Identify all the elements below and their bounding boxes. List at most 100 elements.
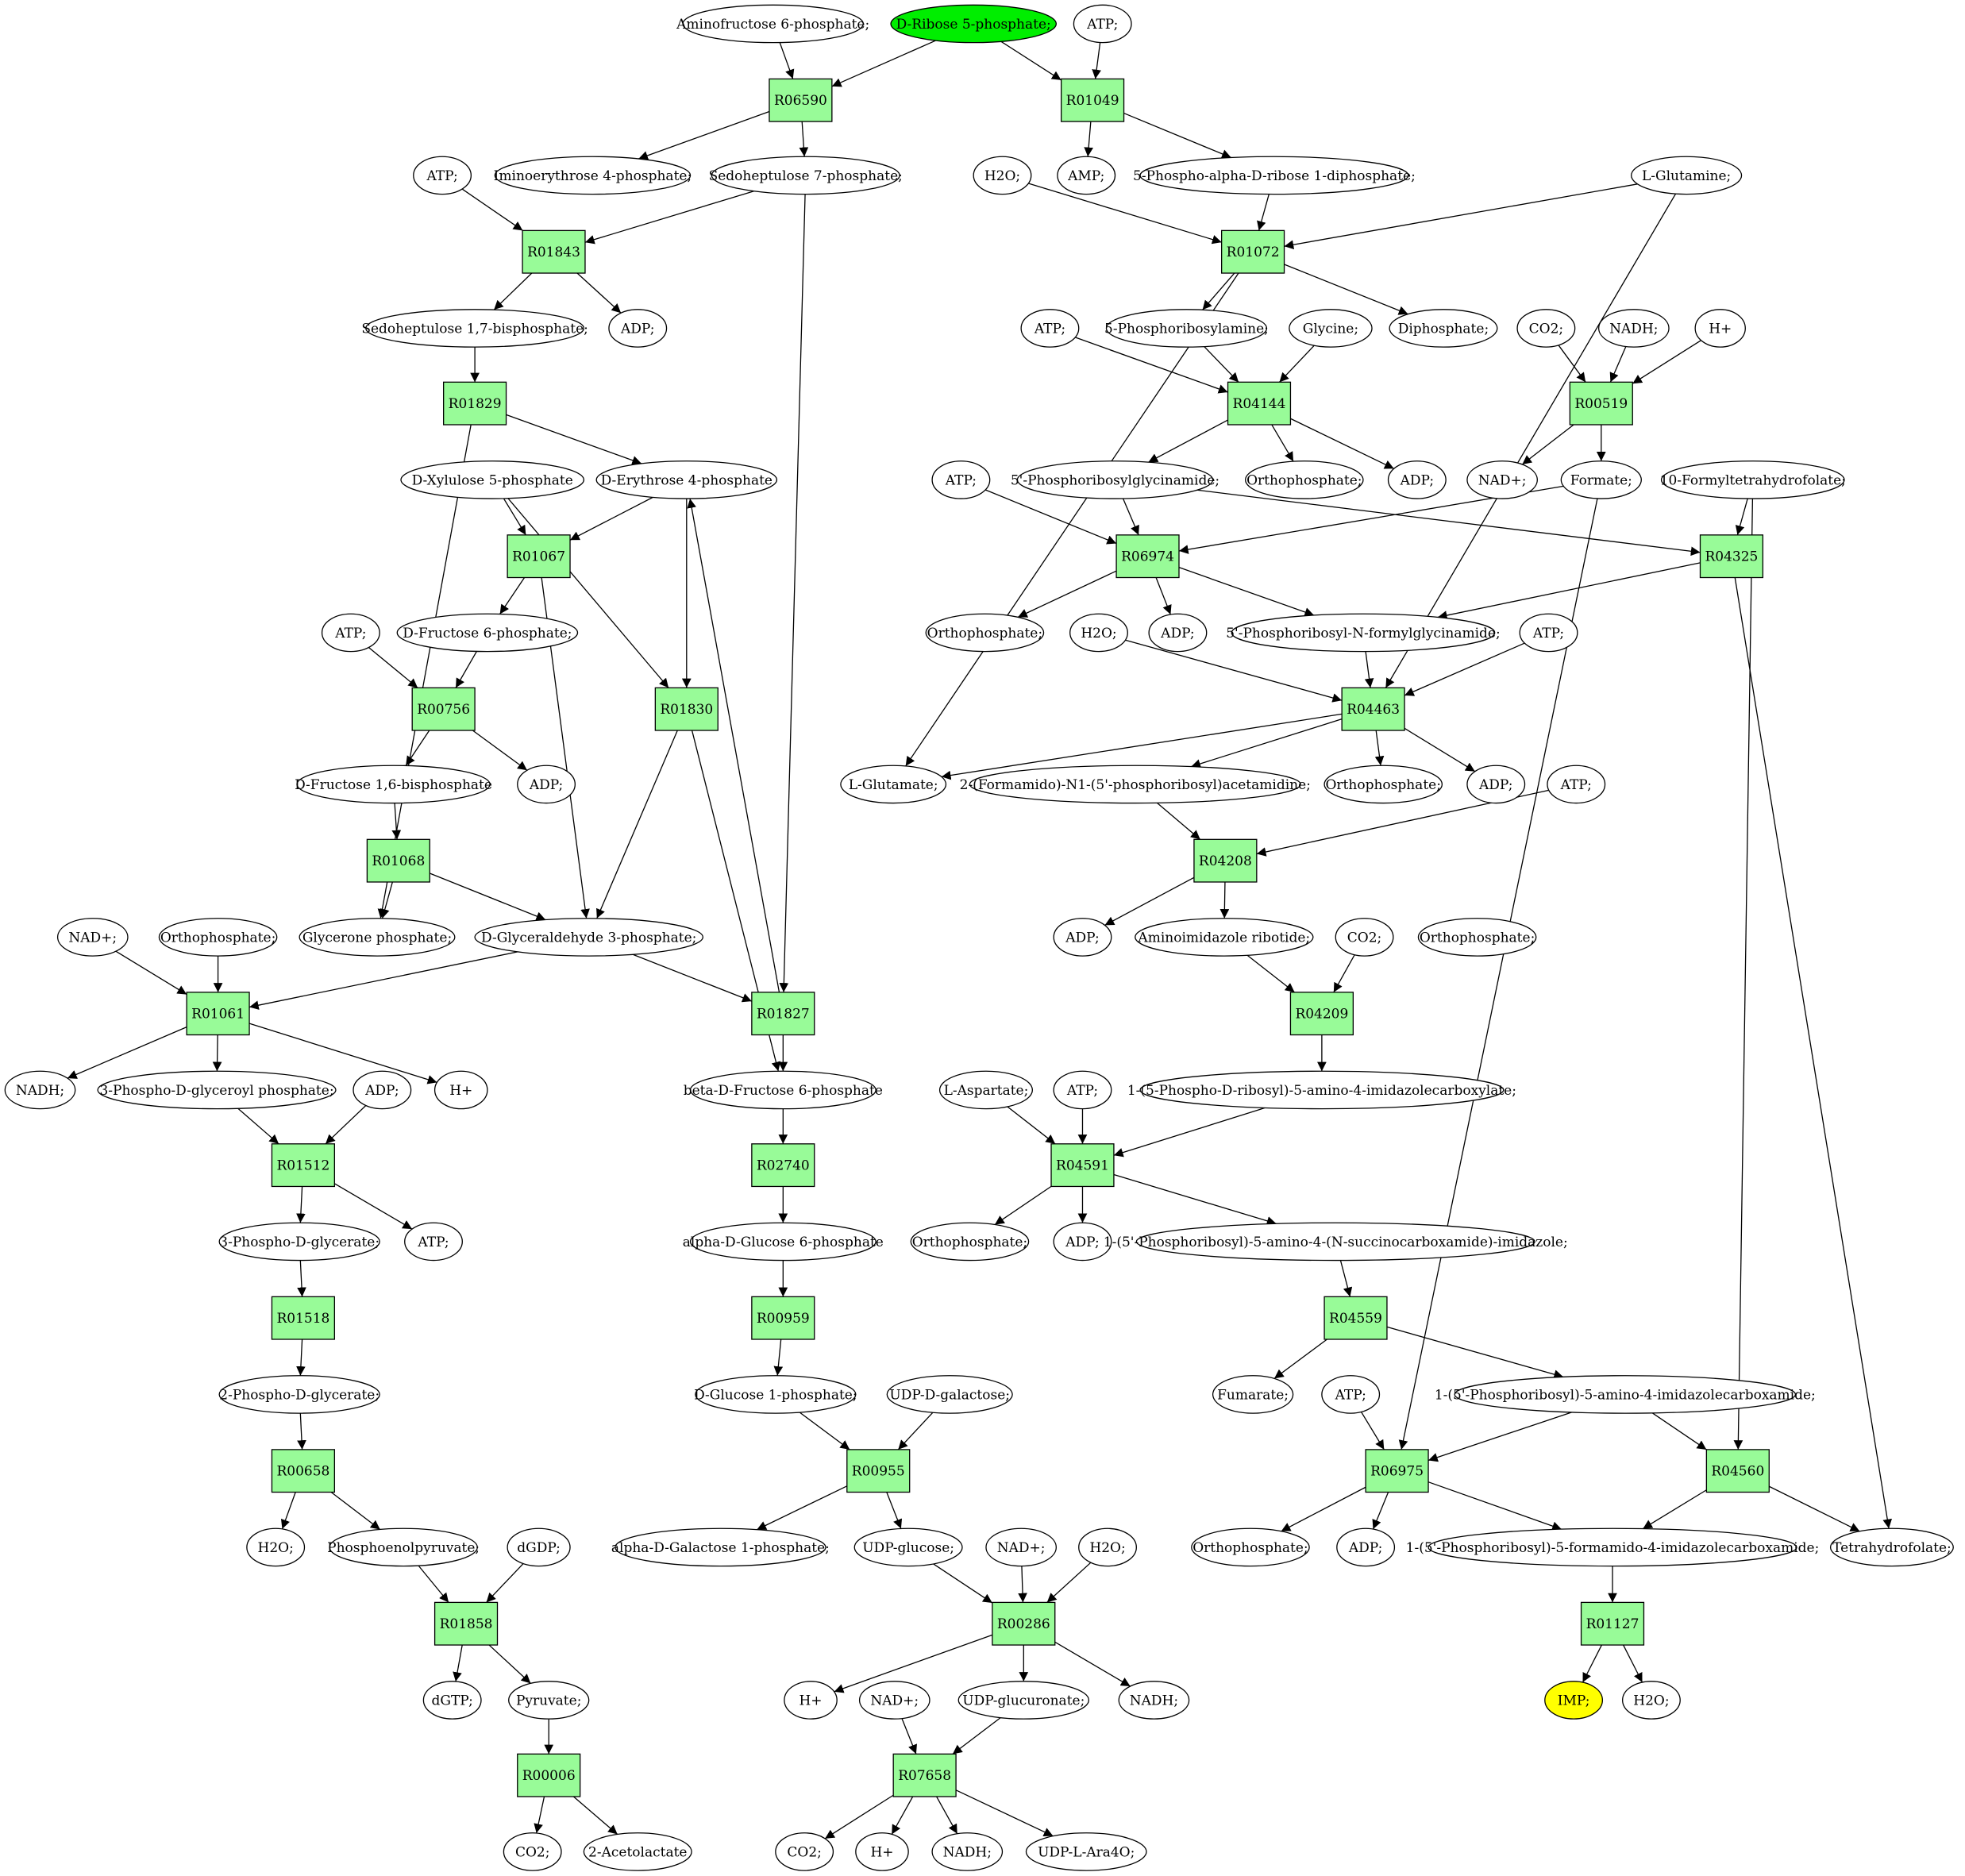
metabolite-shape	[1053, 1070, 1112, 1110]
reaction-box[interactable]	[271, 1143, 336, 1188]
metabolite-shape	[329, 1527, 478, 1567]
edge-g3p-to-R01827	[632, 953, 753, 1003]
metabolite-node: H+	[433, 1070, 488, 1110]
metabolite-label: Sedoheptulose 7-phosphate;	[709, 168, 903, 184]
reaction-node[interactable]: R04591	[1050, 1143, 1115, 1188]
reaction-node[interactable]: R00519	[1569, 381, 1633, 426]
metabolite-node: 5-Phosphoribosylamine;	[1104, 309, 1269, 348]
metabolite-label: L-Aspartate;	[944, 1083, 1029, 1099]
reaction-node[interactable]: R01068	[366, 838, 430, 883]
reaction-node[interactable]: R01061	[186, 992, 250, 1036]
reaction-box[interactable]	[507, 534, 571, 579]
edge-R04463-to-lglu	[941, 713, 1343, 780]
metabolite-shape	[1231, 613, 1496, 653]
reaction-node[interactable]: R07658	[892, 1753, 957, 1797]
reaction-box[interactable]	[1061, 78, 1125, 122]
reaction-box[interactable]	[442, 381, 507, 426]
metabolite-shape	[1389, 309, 1498, 348]
metabolite-node: Pyruvate;	[508, 1681, 590, 1720]
edge-saicar-to-R04559	[1339, 1260, 1353, 1297]
reaction-box[interactable]	[1050, 1143, 1115, 1188]
reaction-node[interactable]: R04559	[1323, 1296, 1388, 1340]
metabolite-node: 5'-Phosphoribosylglycinamide;	[1011, 460, 1219, 499]
reaction-node[interactable]: R01827	[751, 992, 815, 1036]
reaction-box[interactable]	[992, 1601, 1056, 1646]
reaction-node[interactable]: R01072	[1220, 229, 1285, 274]
reaction-node[interactable]: R06590	[769, 78, 833, 122]
reaction-box[interactable]	[1365, 1449, 1429, 1493]
metabolite-node: 2-Phospho-D-glycerate;	[218, 1375, 380, 1414]
reaction-node[interactable]: R00756	[411, 687, 476, 731]
reaction-node[interactable]: R01518	[271, 1296, 336, 1340]
metabolite-label: NAD+;	[68, 930, 117, 946]
metabolite-label: 2-Phospho-D-glycerate;	[219, 1387, 380, 1403]
reaction-box[interactable]	[846, 1449, 911, 1493]
reaction-node[interactable]: R00006	[517, 1753, 581, 1797]
reaction-box[interactable]	[411, 687, 476, 731]
edge-co2b-to-R04209	[1333, 954, 1355, 993]
reaction-box[interactable]	[1193, 838, 1258, 883]
reaction-box[interactable]	[892, 1753, 957, 1797]
metabolite-node: IMP;	[1544, 1681, 1604, 1720]
reaction-node[interactable]: R04463	[1341, 687, 1405, 731]
reaction-box[interactable]	[271, 1449, 336, 1493]
metabolite-shape	[503, 1832, 562, 1871]
reaction-node[interactable]: R01512	[271, 1143, 336, 1188]
reaction-box[interactable]	[751, 992, 815, 1036]
reaction-box[interactable]	[1341, 687, 1405, 731]
reaction-box[interactable]	[366, 838, 430, 883]
edge-R01127-to-h2o5	[1623, 1644, 1643, 1683]
reaction-node[interactable]: R06975	[1365, 1449, 1429, 1493]
reaction-node[interactable]: R00286	[992, 1601, 1056, 1646]
reaction-box[interactable]	[1323, 1296, 1388, 1340]
reaction-node[interactable]: R01843	[522, 229, 586, 274]
reaction-node[interactable]: R02740	[751, 1143, 815, 1188]
metabolite-shape	[507, 1527, 571, 1567]
reaction-node[interactable]: R04208	[1193, 838, 1258, 883]
reaction-node[interactable]: R01829	[442, 381, 507, 426]
metabolite-shape	[1069, 613, 1128, 653]
reaction-box[interactable]	[1580, 1601, 1645, 1646]
metabolite-shape	[1139, 1070, 1505, 1110]
reaction-node[interactable]: R01049	[1061, 78, 1125, 122]
reaction-box[interactable]	[1289, 992, 1354, 1036]
reaction-box[interactable]	[751, 1296, 815, 1340]
reaction-node[interactable]: R04209	[1289, 992, 1354, 1036]
metabolite-node: NAD+;	[56, 918, 129, 957]
reaction-box[interactable]	[186, 992, 250, 1036]
reaction-box[interactable]	[1220, 229, 1285, 274]
reaction-box[interactable]	[517, 1753, 581, 1797]
metabolite-node: NADH;	[4, 1070, 76, 1110]
reaction-box[interactable]	[522, 229, 586, 274]
reaction-node[interactable]: R04144	[1227, 381, 1292, 426]
reaction-box[interactable]	[751, 1143, 815, 1188]
reaction-node[interactable]: R04560	[1705, 1449, 1770, 1493]
metabolite-label: H2O;	[1089, 1540, 1125, 1556]
reaction-box[interactable]	[271, 1296, 336, 1340]
reaction-box[interactable]	[1699, 534, 1764, 579]
edge-R06975-to-faicar	[1428, 1481, 1562, 1531]
metabolite-shape	[365, 309, 585, 348]
reaction-box[interactable]	[1569, 381, 1633, 426]
edge-R01512-to-atp9	[334, 1183, 413, 1230]
reaction-box[interactable]	[1227, 381, 1292, 426]
reaction-box[interactable]	[1115, 534, 1180, 579]
metabolite-label: UDP-glucose;	[862, 1540, 954, 1556]
reaction-box[interactable]	[1705, 1449, 1770, 1493]
reaction-node[interactable]: R01858	[433, 1601, 499, 1646]
metabolite-node: 2-Acetolactate	[583, 1832, 692, 1871]
reaction-node[interactable]: R00959	[751, 1296, 815, 1340]
reaction-box[interactable]	[654, 687, 719, 731]
reaction-node[interactable]: R01830	[654, 687, 719, 731]
reaction-node[interactable]: R06974	[1115, 534, 1180, 579]
reaction-box[interactable]	[433, 1601, 499, 1646]
reaction-node[interactable]: R00658	[271, 1449, 336, 1493]
reaction-box[interactable]	[769, 78, 833, 122]
edge-ribose5p-to-R01049	[1000, 40, 1062, 81]
metabolite-node: dGTP;	[422, 1681, 482, 1720]
reaction-node[interactable]: R00955	[846, 1449, 911, 1493]
reaction-node[interactable]: R04325	[1699, 534, 1764, 579]
reaction-node[interactable]: R01127	[1580, 1601, 1645, 1646]
reaction-node[interactable]: R01067	[507, 534, 571, 579]
edge-R04208-to-air	[1219, 881, 1230, 919]
